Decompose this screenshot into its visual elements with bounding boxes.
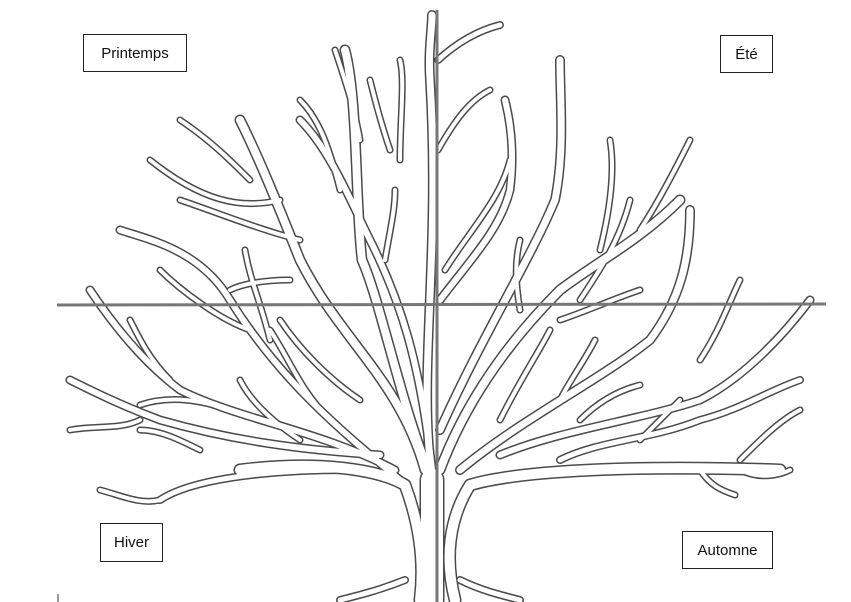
branch-inner [456,206,694,474]
branch-inner [435,22,503,63]
branch-inner [337,577,408,602]
branch-inner [738,468,792,478]
branch-inner [698,278,742,362]
branch-inner [423,11,437,464]
branch-inner [228,278,292,292]
branch-inner [437,97,516,303]
branch-inner [557,377,803,463]
label-spring: Printemps [83,34,187,72]
branch-inner [638,398,682,442]
branch-inner [128,318,172,382]
branch-inner [68,418,142,432]
branch-inner [514,238,522,312]
branch-inner [333,48,362,142]
label-autumn: Automne [682,531,773,569]
branch-inner [436,56,565,434]
branch-inner [443,158,512,272]
branch-inner [87,287,398,473]
branch-inner [436,88,492,152]
label-winter: Hiver [100,523,163,562]
branch-inner [178,118,252,182]
branch-inner [268,328,332,422]
branch-inner [178,198,302,242]
branch-outline [156,266,254,334]
horizontal-divider-line [56,302,827,307]
branch-outline [434,194,686,476]
branch-inner [738,408,802,462]
branch-inner [148,158,282,206]
branch-inner [578,383,642,422]
branch-inner [444,463,785,602]
branch-inner [498,328,552,422]
branch-outline [434,86,494,154]
branch-inner [497,297,813,458]
branch-inner [698,468,737,497]
branch-inner [598,138,614,252]
branch-inner [638,138,692,232]
branch-inner [398,58,405,162]
branch-inner [558,338,597,402]
branch-inner [138,428,202,452]
branch-inner [157,467,353,503]
branch-inner [368,78,392,152]
branch-inner [436,196,684,474]
branch-inner [278,318,362,402]
branch-inner [297,117,435,473]
tree-fill [67,11,813,602]
branch-inner [383,188,397,262]
branch-inner [578,198,632,302]
branch-inner [236,116,429,474]
branch-inner [117,227,403,483]
label-summer: Été [720,35,773,73]
branch-inner [67,377,383,458]
branch-inner [243,248,272,342]
branch-inner [457,577,523,602]
branch-inner [298,98,342,192]
branch-inner [138,397,232,412]
branch-inner [238,378,302,442]
branch-inner [98,488,162,504]
